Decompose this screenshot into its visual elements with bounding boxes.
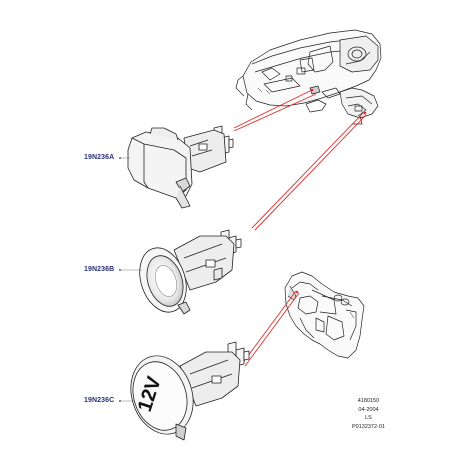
part-label-19N236C: 19N236C <box>84 397 115 404</box>
reference-date: 04-2004 <box>358 406 379 413</box>
reference-number: 4180150 <box>357 398 380 404</box>
part-label-19N236A: 19N236A <box>84 154 115 161</box>
callout-markers <box>119 157 121 402</box>
part-19N236C-illustration <box>130 341 250 441</box>
part-19N236B-illustration <box>139 229 242 315</box>
part-19N236A-illustration <box>127 125 234 209</box>
dashboard-illustration <box>235 29 382 125</box>
reference-block: 4180150 04-2004 LS P0132372-01 <box>352 397 385 431</box>
leader-lines <box>233 89 367 367</box>
callout-leaders <box>120 157 142 402</box>
leader-endpoints <box>295 88 367 294</box>
reference-model: LS <box>365 415 372 422</box>
rear-trim-illustration <box>284 271 365 359</box>
reference-illustration-id: P0132372-01 <box>351 423 385 430</box>
part-label-19N236B: 19N236B <box>84 266 115 273</box>
